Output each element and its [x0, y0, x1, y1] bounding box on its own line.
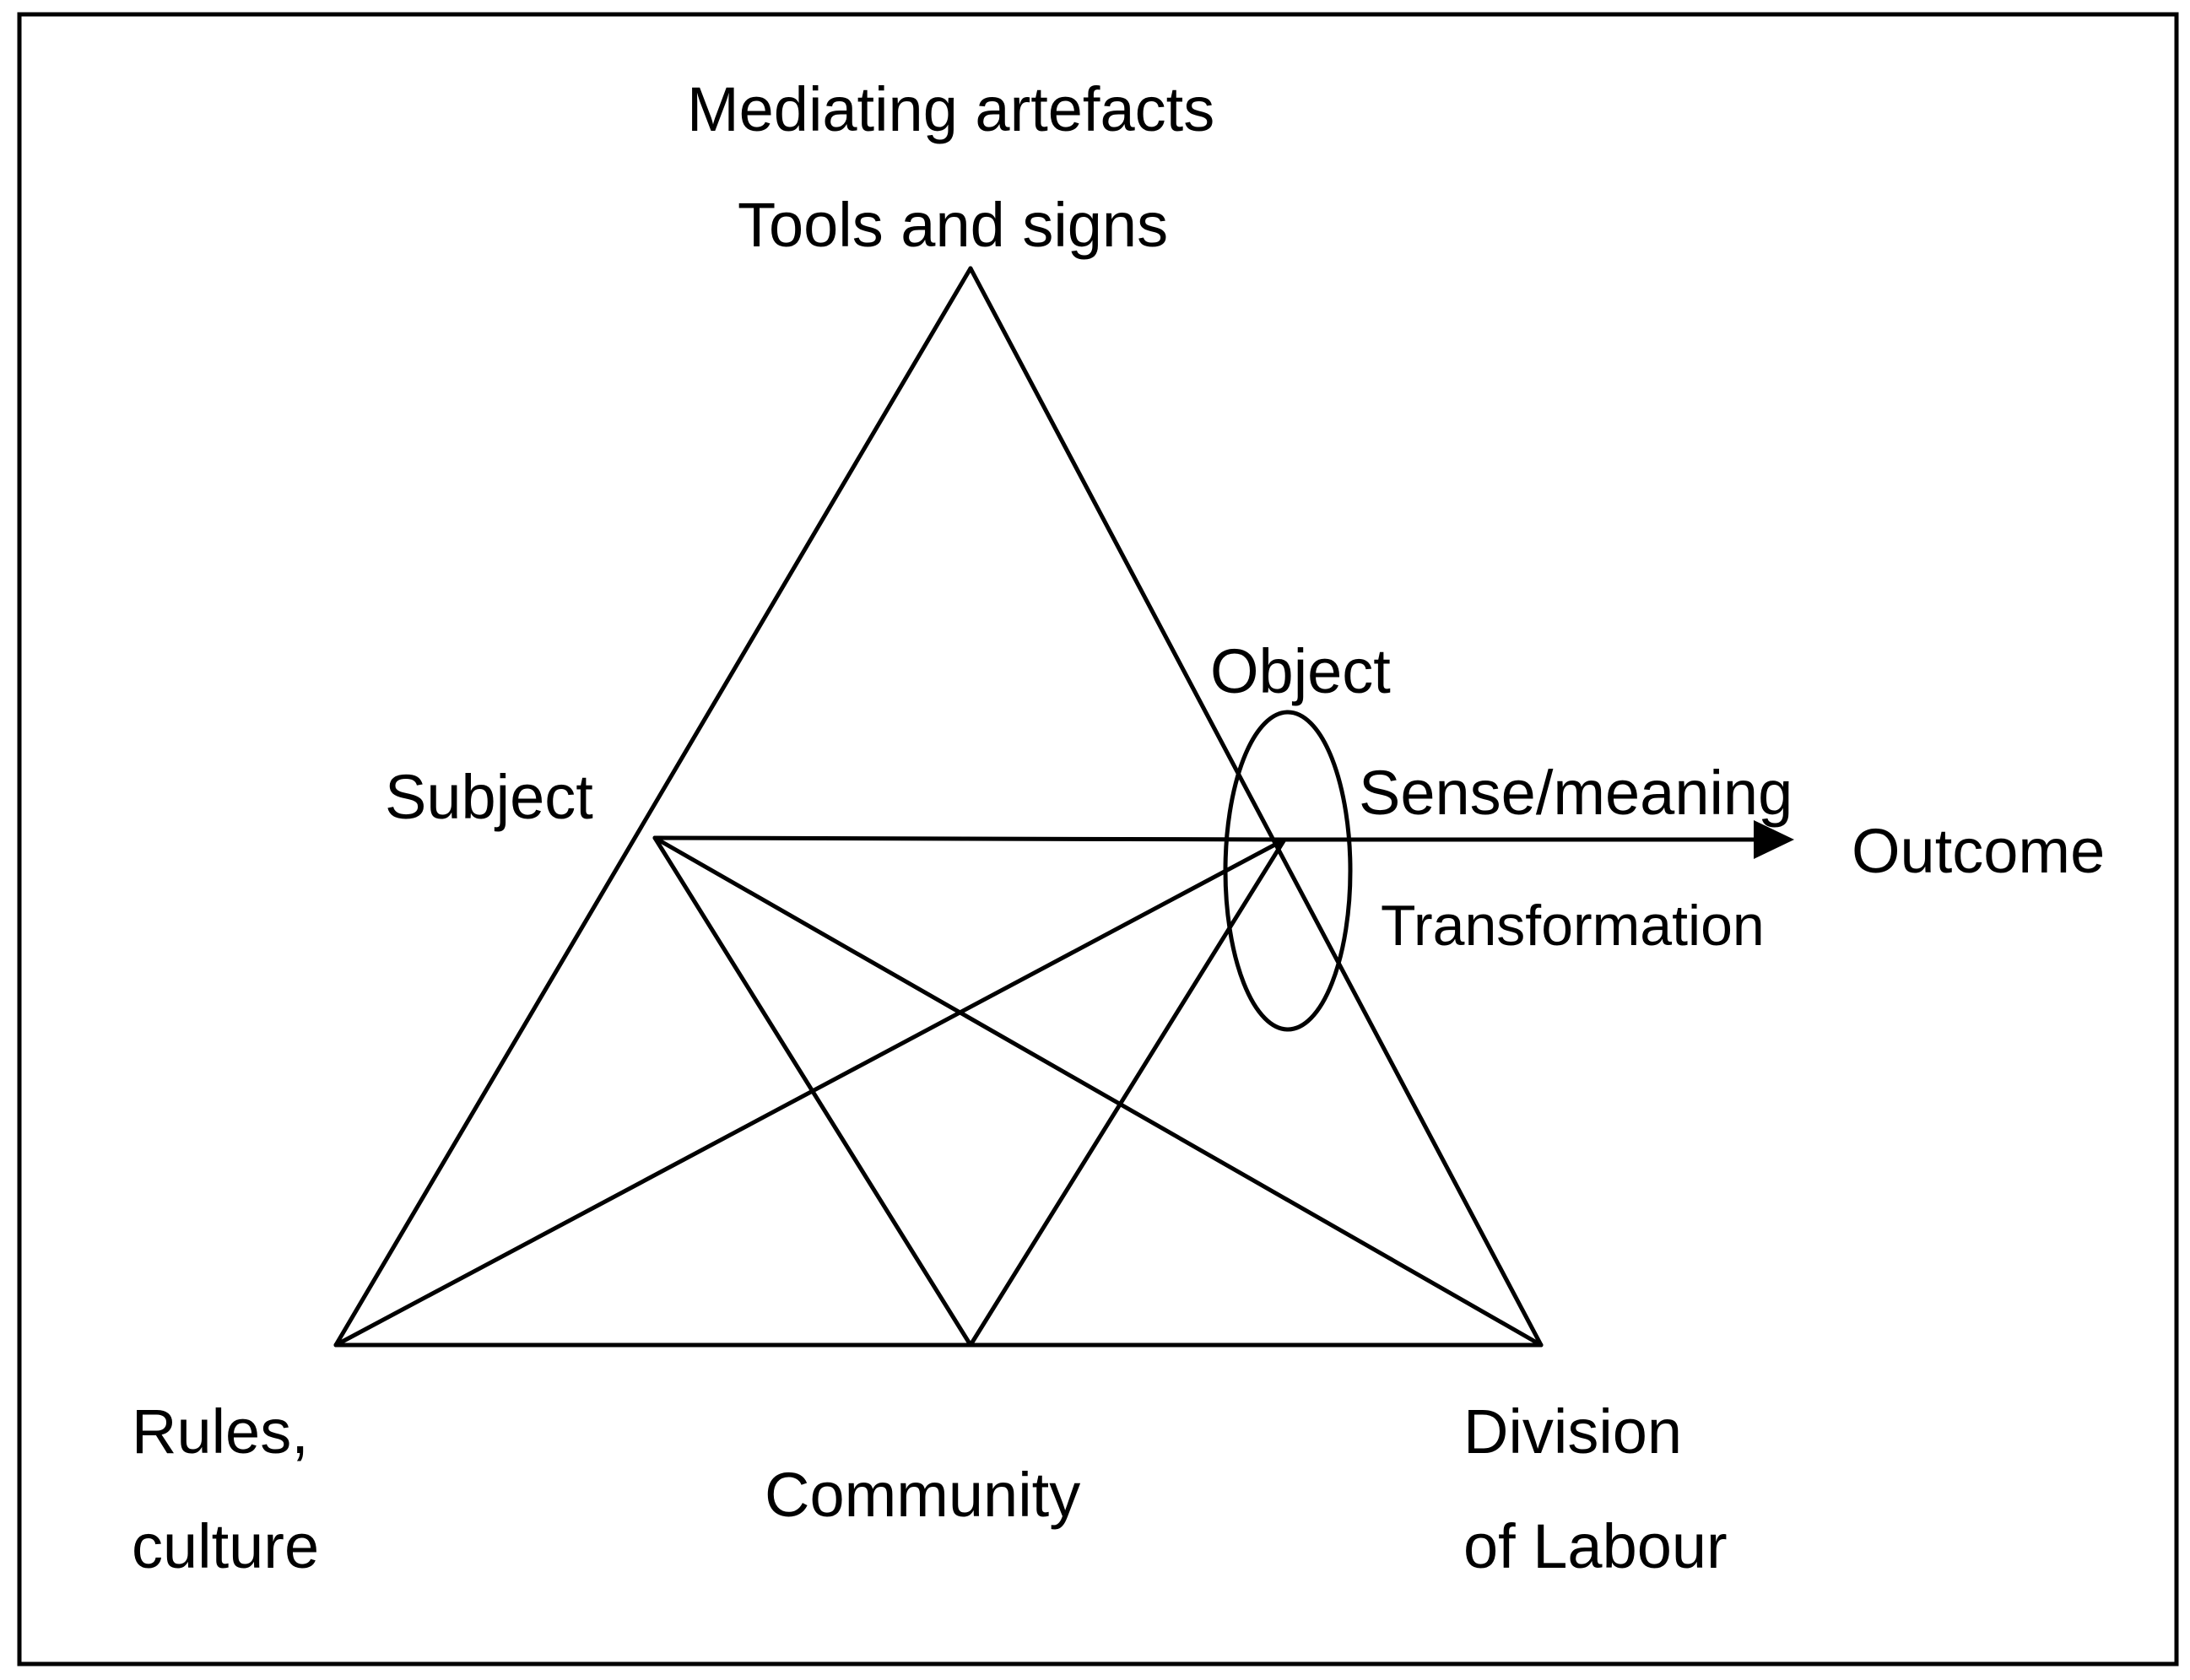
edge-mediating-to-rules	[333, 266, 973, 1348]
edge-object-to-rules	[333, 837, 1287, 1348]
label-transformation: Transformation	[1381, 894, 1765, 958]
outcome-arrowhead	[1754, 820, 1794, 859]
label-sense-meaning: Sense/meaning	[1359, 758, 1793, 828]
label-object: Object	[1210, 636, 1391, 706]
label-division-line1: Division	[1463, 1396, 1682, 1467]
diagram-frame	[17, 12, 2179, 1666]
label-tools-and-signs: Tools and signs	[738, 190, 1168, 260]
label-outcome: Outcome	[1852, 816, 2105, 886]
edge-subject-to-object	[652, 835, 1287, 842]
label-community: Community	[765, 1460, 1080, 1530]
edge-mediating-to-division	[968, 266, 1544, 1348]
label-mediating-artefacts: Mediating artefacts	[687, 74, 1214, 144]
label-rules-line1: Rules,	[132, 1396, 309, 1467]
label-rules-line2: culture	[132, 1511, 319, 1581]
edge-subject-to-division	[652, 835, 1544, 1348]
object-ellipse	[1223, 710, 1353, 1032]
label-subject: Subject	[385, 762, 593, 832]
label-division-line2: of Labour	[1463, 1511, 1728, 1581]
edge-object-to-community	[968, 837, 1287, 1348]
